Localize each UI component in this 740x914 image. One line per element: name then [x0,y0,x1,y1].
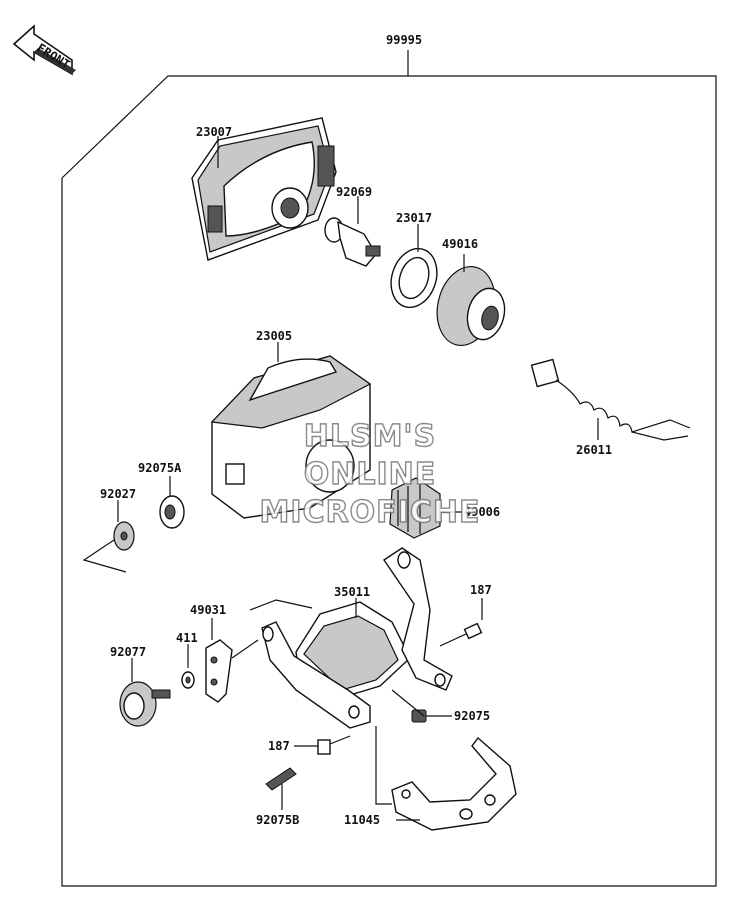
wire-harness: 26011 [530,358,691,457]
assembly-frame: 99995 [61,33,717,887]
label-187-bottom: 187 [268,739,290,753]
grommet: 92075A [138,461,185,529]
watermark: HLSM'S ONLINE MICROFICHE [259,418,481,530]
label-23007: 23007 [196,125,232,139]
label-23017: 23017 [396,211,432,225]
rubber-cover: 49016 [436,237,506,346]
cable-boot: 49006 [389,477,500,539]
label-99995: 99995 [386,33,422,47]
mounting-plate: 49031 [190,603,259,703]
bulb-icon: 92069 [324,185,381,267]
watermark-line1: HLSM'S [304,419,436,454]
retaining-ring: 23017 [390,211,438,309]
washer: 92027 [82,487,136,573]
small-washer: 411 [176,631,198,689]
lower-bracket: 11045 [344,726,517,831]
knob: 92077 [110,645,171,727]
label-11045: 11045 [344,813,380,827]
label-92069: 92069 [336,185,372,199]
label-49016: 49016 [442,237,478,251]
label-49006: 49006 [464,505,500,519]
label-187-top: 187 [470,583,492,597]
watermark-line2: ONLINE [304,457,437,492]
label-92075B: 92075B [256,813,299,827]
label-92075: 92075 [454,709,490,723]
mounting-bracket: 35011 [249,547,453,729]
label-92075A: 92075A [138,461,182,475]
nut: 92075 [391,689,490,723]
label-49031: 49031 [190,603,226,617]
label-411: 411 [176,631,198,645]
label-92077: 92077 [110,645,146,659]
front-arrow-icon: FRONT [12,24,76,76]
label-35011: 35011 [334,585,370,599]
label-92027: 92027 [100,487,136,501]
headlight-housing: 23005 [210,329,372,519]
watermark-line3: MICROFICHE [260,495,481,530]
bolt-bottom: 187 [268,735,351,755]
label-26011: 26011 [576,443,612,457]
clip: 92075B [256,767,299,827]
headlight-lens-unit: 23007 [191,117,337,261]
bolt-top: 187 [439,583,492,647]
label-23005: 23005 [256,329,292,343]
